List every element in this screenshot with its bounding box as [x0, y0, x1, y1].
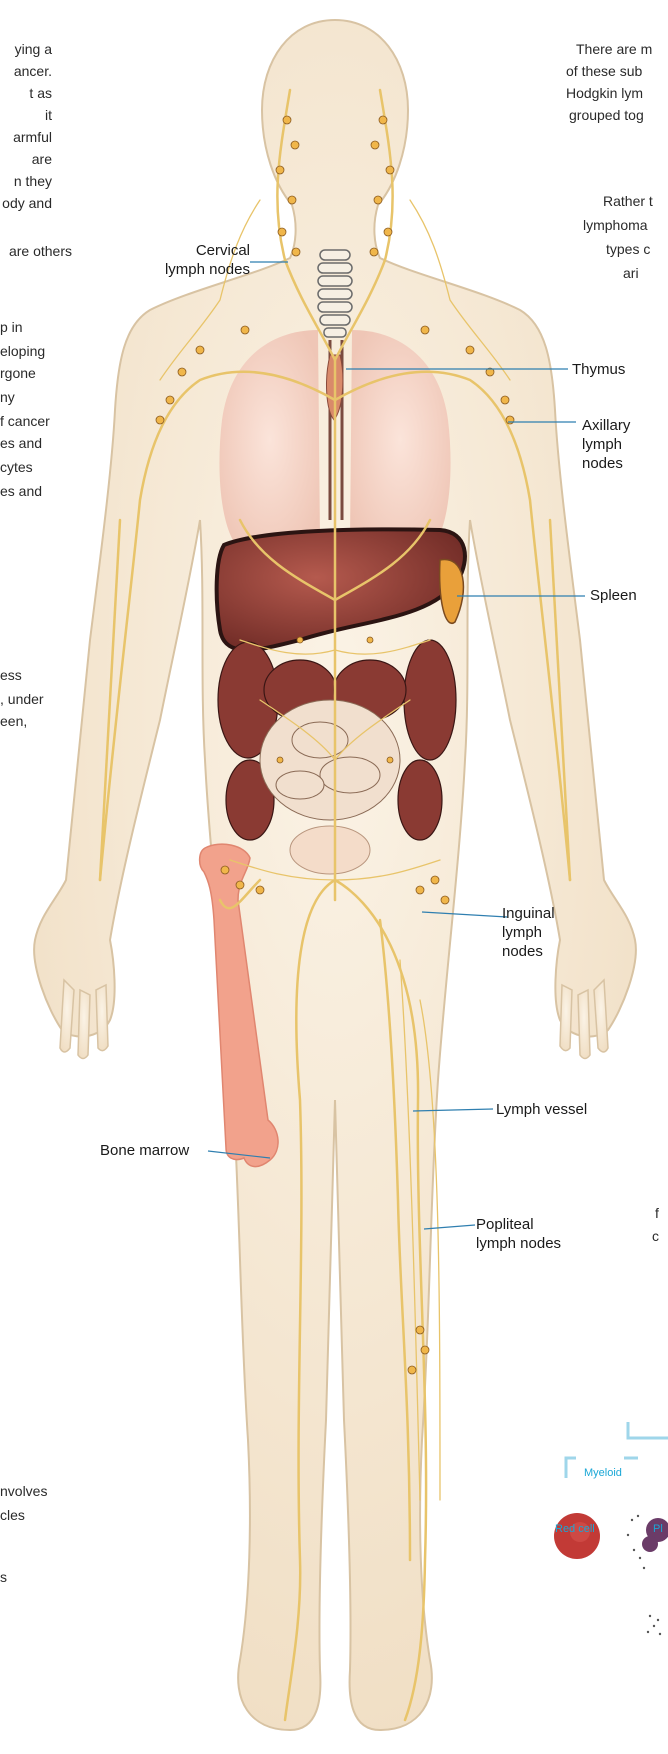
label-thymus: Thymus	[572, 360, 625, 379]
bladder	[290, 826, 370, 874]
label-line: lymph	[502, 923, 555, 942]
label-lymph-vessel: Lymph vessel	[496, 1100, 587, 1119]
label-axillary-lymph-nodes: Axillary lymph nodes	[582, 416, 630, 473]
left-hand-fingers	[60, 980, 108, 1059]
label-inguinal-lymph-nodes: Inguinal lymph nodes	[502, 904, 555, 961]
spine	[318, 250, 352, 337]
chart-label-platelet: Pl	[653, 1523, 663, 1535]
label-line: nodes	[502, 942, 555, 961]
chart-label-myeloid: Myeloid	[584, 1467, 622, 1479]
label-line: lymph nodes	[150, 260, 250, 279]
label-line: Popliteal	[476, 1215, 561, 1234]
label-line: Inguinal	[502, 904, 555, 923]
label-line: lymph	[582, 435, 630, 454]
chart-label-red-cell: Red cell	[555, 1523, 595, 1535]
right-hand-fingers	[560, 980, 608, 1059]
cell-lineage-chart	[520, 1420, 668, 1650]
label-line: Cervical	[150, 241, 250, 260]
label-line: Axillary	[582, 416, 630, 435]
label-spleen: Spleen	[590, 586, 637, 605]
label-line: nodes	[582, 454, 630, 473]
label-popliteal-lymph-nodes: Popliteal lymph nodes	[476, 1215, 561, 1253]
label-line: lymph nodes	[476, 1234, 561, 1253]
label-bone-marrow: Bone marrow	[100, 1141, 189, 1160]
label-cervical-lymph-nodes: Cervical lymph nodes	[150, 241, 250, 279]
